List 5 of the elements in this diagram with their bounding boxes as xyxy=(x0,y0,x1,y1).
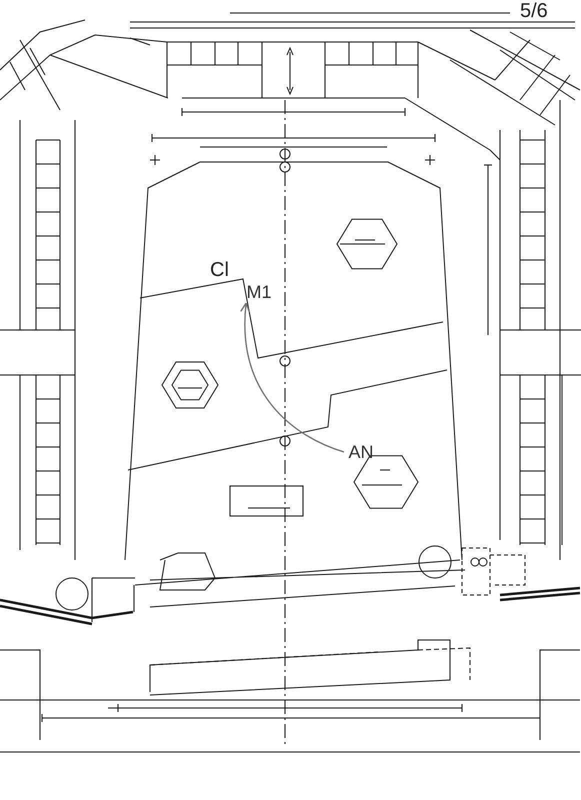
handwritten-label: AN xyxy=(348,443,374,461)
handwritten-label: M1 xyxy=(246,283,272,301)
arrow xyxy=(240,302,344,453)
handwritten-note: Cl xyxy=(210,260,229,280)
page-number: 5/6 xyxy=(520,1,548,21)
